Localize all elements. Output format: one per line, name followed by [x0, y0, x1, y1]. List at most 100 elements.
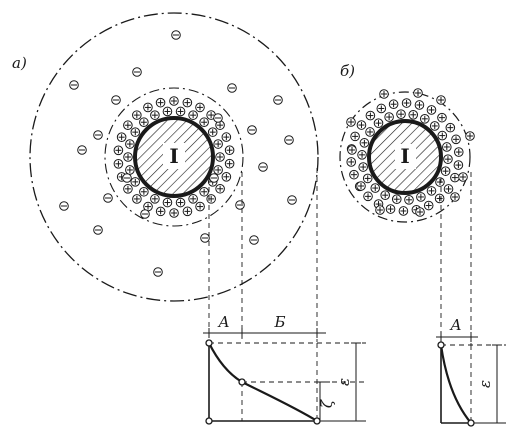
positive-ion-icon	[347, 145, 357, 155]
negative-ion-icon	[284, 135, 294, 145]
positive-ion-icon	[416, 192, 426, 202]
positive-ion-icon	[139, 117, 149, 128]
positive-ion-icon	[125, 139, 135, 149]
positive-ion-icon	[443, 154, 453, 164]
positive-ion-icon	[130, 177, 141, 187]
positive-ion-icon	[182, 206, 193, 217]
positive-ion-icon	[143, 102, 153, 113]
positive-ion-icon	[113, 145, 124, 156]
positive-ion-icon	[221, 172, 232, 182]
negative-ion-icon	[287, 195, 297, 205]
positive-ion-icon	[169, 96, 179, 106]
negative-ion-icon	[59, 201, 69, 211]
positive-ion-icon	[426, 186, 437, 196]
positive-ion-icon	[357, 150, 367, 160]
positive-ion-icon	[376, 103, 387, 114]
positive-ion-icon	[465, 131, 475, 141]
negative-ion-icon	[93, 225, 103, 235]
positive-ion-icon	[435, 177, 445, 187]
positive-ion-icon	[434, 193, 445, 204]
positive-ion-icon	[175, 197, 186, 208]
positive-ion-icon	[162, 106, 173, 117]
negative-ion-icon	[153, 267, 163, 277]
positive-ion-icon	[215, 183, 225, 194]
positive-ion-icon	[349, 169, 359, 180]
positive-ion-icon	[358, 162, 368, 172]
positive-ion-icon	[380, 190, 391, 200]
dense-layer-boundary-b	[339, 91, 471, 223]
positive-ion-icon	[346, 117, 356, 127]
positive-ion-icon	[199, 186, 209, 197]
core-label-bg-b	[395, 144, 416, 169]
positive-ion-icon	[443, 184, 454, 194]
positive-ion-icon	[123, 120, 133, 131]
negative-ion-icon	[93, 130, 103, 140]
positive-ion-icon	[436, 95, 446, 105]
positive-ion-icon	[182, 97, 193, 108]
negative-ion-icon	[235, 200, 245, 210]
positive-ion-icon	[384, 112, 394, 122]
positive-ion-icon	[188, 110, 198, 120]
positive-ion-icon	[175, 106, 186, 117]
diffuse-layer-boundary-a	[29, 12, 319, 302]
epsilon-label-b: ε	[476, 380, 494, 388]
positive-ion-icon	[408, 109, 419, 120]
ions-a	[59, 30, 297, 277]
negative-ion-icon	[273, 95, 283, 105]
positive-ion-icon	[195, 102, 205, 113]
positive-ion-icon	[413, 88, 423, 98]
positive-ion-icon	[458, 172, 468, 182]
dimension-label-b-width: Б	[273, 313, 285, 331]
positive-ion-icon	[423, 200, 434, 211]
negative-ion-icon	[171, 30, 181, 40]
panel-a-label: а)	[12, 54, 27, 72]
panel-b-label: б)	[340, 62, 355, 80]
negative-ion-icon	[132, 67, 142, 77]
positive-ion-icon	[125, 165, 135, 175]
positive-ion-icon	[155, 97, 166, 108]
positive-ion-icon	[150, 110, 160, 120]
negative-ion-icon	[227, 83, 237, 93]
positive-ion-icon	[362, 173, 373, 184]
positive-ion-icon	[388, 99, 399, 110]
zeta-label-a: ζ	[318, 399, 336, 408]
positive-ion-icon	[396, 109, 406, 119]
positive-ion-icon	[442, 142, 452, 152]
positive-ion-icon	[224, 145, 235, 156]
projection-lines	[208, 168, 472, 345]
negative-ion-icon	[122, 173, 132, 183]
positive-ion-icon	[356, 181, 366, 191]
positive-ion-icon	[365, 127, 375, 137]
negative-ion-icon	[69, 80, 79, 90]
negative-ion-icon	[77, 145, 87, 155]
positive-ion-icon	[379, 89, 389, 99]
positive-ion-icon	[224, 158, 235, 169]
positive-ion-icon	[206, 110, 216, 120]
positive-ion-icon	[206, 194, 216, 204]
positive-ion-icon	[370, 183, 381, 193]
dense-layer-boundary-a	[104, 87, 244, 227]
positive-ion-icon	[150, 194, 160, 204]
positive-ion-icon	[195, 201, 205, 212]
positive-ion-icon	[221, 132, 232, 142]
negative-ion-icon	[103, 193, 113, 203]
positive-ion-icon	[437, 130, 448, 141]
positive-ion-icon	[350, 131, 360, 142]
positive-ion-icon	[365, 110, 376, 121]
positive-ion-icon	[215, 152, 225, 162]
core-label-a: I	[169, 144, 178, 168]
positive-ion-icon	[375, 205, 385, 215]
positive-ion-icon	[450, 172, 460, 183]
epsilon-label-a: ε	[335, 378, 353, 386]
negative-ion-icon	[247, 125, 257, 135]
positive-ion-icon	[401, 98, 412, 108]
positive-ion-icon	[415, 207, 425, 217]
positive-ion-icon	[391, 194, 402, 205]
negative-ion-icon	[258, 162, 268, 172]
positive-ion-icon	[445, 122, 456, 133]
positive-ion-icon	[143, 201, 153, 212]
positive-ion-icon	[419, 114, 430, 124]
positive-ion-icon	[385, 204, 396, 214]
positive-ion-icon	[346, 157, 357, 167]
